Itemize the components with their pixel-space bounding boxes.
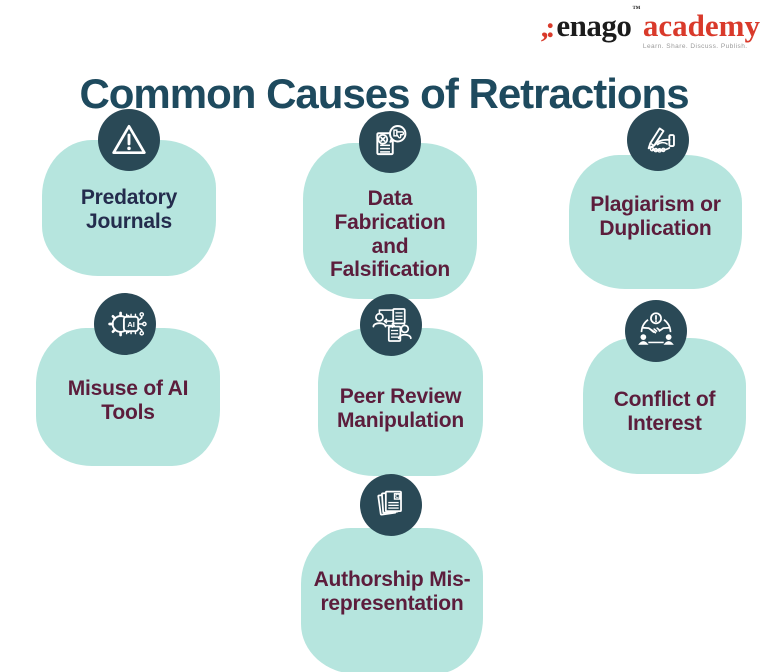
card-label: Conflict of Interest <box>613 388 716 435</box>
page-title: Common Causes of Retractions <box>79 70 689 118</box>
card-peer-review-manipulation: Peer Review Manipulation <box>318 294 483 476</box>
logo-name-text: enago <box>556 8 632 43</box>
enago-logo-mark-icon: ,: <box>540 11 555 44</box>
logo-trademark: ™ <box>632 3 640 13</box>
ai-chip-gear-icon: AI <box>94 293 156 355</box>
card-plagiarism-duplication: Plagiarism or Duplication <box>569 109 742 289</box>
logo-name: enago™ <box>556 4 640 43</box>
handshake-alert-icon <box>625 300 687 362</box>
reviewer-exchange-icon <box>360 294 422 356</box>
writing-hand-icon <box>627 109 689 171</box>
card-label: Predatory Journals <box>80 186 178 233</box>
enago-academy-logo: ,: enago™ academy Learn. Share. Discuss.… <box>540 4 760 51</box>
card-conflict-of-interest: Conflict of Interest <box>583 300 746 474</box>
card-label: Misuse of AI Tools <box>67 377 189 424</box>
card-authorship-misrepresentation: C Authorship Mis- representation <box>301 474 483 672</box>
falsified-document-icon <box>359 111 421 173</box>
card-misuse-of-ai: AI Misuse of AI Tools <box>36 293 220 466</box>
card-label: Authorship Mis- representation <box>313 568 471 615</box>
logo-academy-block: academy Learn. Share. Discuss. Publish. <box>643 10 760 51</box>
logo-tagline: Learn. Share. Discuss. Publish. <box>642 43 748 50</box>
card-label: Peer Review Manipulation <box>336 384 465 432</box>
stacked-papers-icon: C <box>360 474 422 536</box>
copyright-letter: C <box>395 494 399 500</box>
card-label: Data Fabrication and Falsification <box>330 187 450 282</box>
card-label: Plagiarism or Duplication <box>590 192 721 240</box>
card-predatory-journals: Predatory Journals <box>42 109 216 276</box>
ai-chip-label: AI <box>127 320 135 329</box>
warning-triangle-icon <box>98 109 160 171</box>
card-data-fabrication: Data Fabrication and Falsification <box>303 111 477 299</box>
logo-academy-text: academy <box>642 8 760 43</box>
